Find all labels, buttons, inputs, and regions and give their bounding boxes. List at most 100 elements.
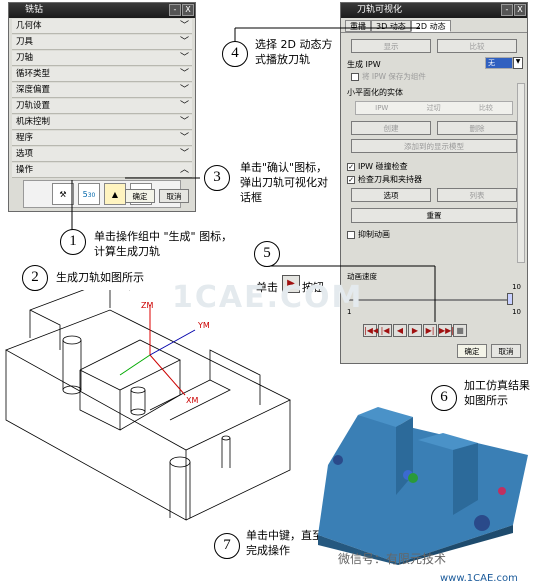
- axis-zm-label: ZM: [141, 301, 153, 310]
- group-row[interactable]: 刀轨设置 ﹀: [12, 99, 192, 114]
- group-label: 刀轨设置: [16, 101, 51, 111]
- step-forward-icon[interactable]: ▶|: [423, 324, 437, 337]
- group-label: 操作: [16, 165, 34, 175]
- stop-icon[interactable]: ■: [453, 324, 467, 337]
- options-button[interactable]: 选项: [351, 188, 431, 202]
- show-all-button[interactable]: 添加到的显示模型: [351, 139, 517, 153]
- chevron-icon[interactable]: ﹀: [179, 101, 189, 111]
- rewind-start-icon[interactable]: |◀◀: [363, 324, 379, 337]
- tab-2d-dynamic[interactable]: 2D 动态: [410, 20, 451, 32]
- group-label: 程序: [16, 133, 34, 143]
- verify-icon[interactable]: ▲: [104, 183, 126, 205]
- callout-1-text: 单击操作组中 "生成" 图标，计算生成刀轨: [94, 230, 233, 258]
- chevron-icon[interactable]: ﹀: [179, 133, 189, 143]
- site-label: www.1CAE.com: [440, 573, 518, 584]
- radio-compare[interactable]: 比较: [478, 104, 493, 112]
- speed-slider-track[interactable]: [349, 299, 513, 301]
- speed-max-label-bottom: 10: [512, 308, 521, 316]
- cancel-button[interactable]: 取消: [159, 189, 189, 203]
- suppress-animation-checkbox[interactable]: [347, 230, 355, 239]
- speed-label: 动画速度: [347, 272, 377, 281]
- group-row[interactable]: 刀具﹀: [12, 35, 192, 50]
- group-label: 循环类型: [16, 69, 51, 79]
- chevron-icon[interactable]: ﹀: [179, 149, 189, 159]
- callout-3-circle: 3: [204, 165, 230, 191]
- play-button-sample-icon: ▶: [282, 275, 300, 293]
- group-row[interactable]: 操作 ︿: [12, 163, 192, 178]
- axis-xm-label: XM: [186, 396, 198, 405]
- chevron-icon[interactable]: ︿: [179, 165, 189, 175]
- group-label: 刀轴: [16, 53, 34, 63]
- chevron-icon[interactable]: ﹀: [179, 117, 189, 127]
- list-button[interactable]: 列表: [437, 188, 517, 202]
- radio-overcut[interactable]: 过切: [426, 104, 441, 112]
- ipw-select[interactable]: 无: [485, 57, 513, 69]
- callout-5-text-after: 按钮: [302, 281, 324, 294]
- chevron-icon[interactable]: ﹀: [179, 85, 189, 95]
- chevron-down-icon[interactable]: ▼: [513, 57, 523, 69]
- reset-button[interactable]: 重置: [351, 208, 517, 223]
- group-row[interactable]: 选项 ﹀: [12, 147, 192, 162]
- group-row[interactable]: 机床控制 ﹀: [12, 115, 192, 130]
- scrollbar[interactable]: [517, 83, 525, 263]
- radio-ipw[interactable]: IPW: [375, 104, 389, 112]
- toolpath-dialog-titlebar[interactable]: 刀轨可视化 - X: [341, 3, 527, 18]
- create-button[interactable]: 创建: [351, 121, 431, 135]
- suppress-animation-label: 抑制动画: [358, 230, 390, 239]
- speed-max-label: 10: [512, 283, 521, 291]
- chevron-icon[interactable]: ﹀: [179, 53, 189, 63]
- compare-button[interactable]: 比较: [437, 39, 517, 53]
- group-row[interactable]: 刀轴 ﹀: [12, 51, 192, 66]
- minimize-icon[interactable]: -: [501, 4, 513, 16]
- display-button[interactable]: 显示: [351, 39, 431, 53]
- callout-3-text: 单击"确认"图标，弹出刀轨可视化对话框: [240, 161, 328, 204]
- cancel-button[interactable]: 取消: [491, 344, 521, 358]
- step-back-icon[interactable]: |◀: [378, 324, 392, 337]
- dialog-title: 刀轨可视化: [357, 5, 403, 15]
- close-icon[interactable]: X: [514, 4, 526, 16]
- chevron-icon[interactable]: ﹀: [179, 21, 189, 31]
- callout-7-circle: 7: [214, 533, 240, 559]
- operation-dialog-titlebar[interactable]: 铣钻 - X: [9, 3, 195, 18]
- tab-3d-dynamic[interactable]: 3D 动态: [371, 20, 411, 32]
- play-icon[interactable]: ▶: [408, 324, 422, 337]
- playback-controls: |◀◀|◀◀▶▶|▶▶|■: [363, 324, 468, 337]
- group-label: 机床控制: [16, 117, 51, 127]
- generate-icon[interactable]: ⚒: [52, 183, 74, 205]
- callout-4-text: 选择 2D 动态方式播放刀轨: [255, 38, 333, 66]
- group-row[interactable]: 深度偏置﹀: [12, 83, 192, 98]
- callout-4-circle: 4: [222, 41, 248, 67]
- axis-ym-label: YM: [197, 321, 210, 330]
- chevron-icon[interactable]: ﹀: [179, 37, 189, 47]
- dialog-title: 铣钻: [25, 5, 44, 15]
- callout-2-circle: 2: [22, 265, 48, 291]
- delete-button[interactable]: 删除: [437, 121, 517, 135]
- tab-replay[interactable]: 重播: [345, 20, 371, 32]
- group-row[interactable]: 几何体﹀: [12, 19, 192, 34]
- group-label: 选项: [16, 149, 34, 159]
- replay-icon[interactable]: 530: [78, 183, 100, 205]
- callout-5-circle: 5: [254, 241, 280, 267]
- save-ipw-label: 将 IPW 保存为组件: [362, 72, 426, 81]
- group-row[interactable]: 程序 ﹀: [12, 131, 192, 146]
- ok-button[interactable]: 确定: [457, 344, 487, 358]
- close-icon[interactable]: X: [182, 4, 194, 16]
- toolpath-wireframe: ZM YM XM: [5, 290, 291, 521]
- callout-6-circle: 6: [431, 385, 457, 411]
- callout-6-text: 加工仿真结果如图所示: [464, 379, 530, 407]
- forward-end-icon[interactable]: ▶▶|: [438, 324, 454, 337]
- tool-check-checkbox[interactable]: ✓: [347, 175, 355, 184]
- callout-5-text-before: 单击: [256, 281, 278, 294]
- tool-check-label: 检查刀具和夹持器: [358, 175, 422, 184]
- watermark: 1CAE.COM: [172, 280, 364, 315]
- ipw-check-checkbox[interactable]: ✓: [347, 162, 355, 171]
- play-reverse-icon[interactable]: ◀: [393, 324, 407, 337]
- group-row[interactable]: 循环类型 ﹀: [12, 67, 192, 82]
- ok-button[interactable]: 确定: [125, 189, 155, 203]
- speed-slider-thumb[interactable]: [507, 293, 513, 305]
- chevron-icon[interactable]: ﹀: [179, 69, 189, 79]
- save-ipw-checkbox[interactable]: [351, 73, 359, 81]
- minimize-icon[interactable]: -: [169, 4, 181, 16]
